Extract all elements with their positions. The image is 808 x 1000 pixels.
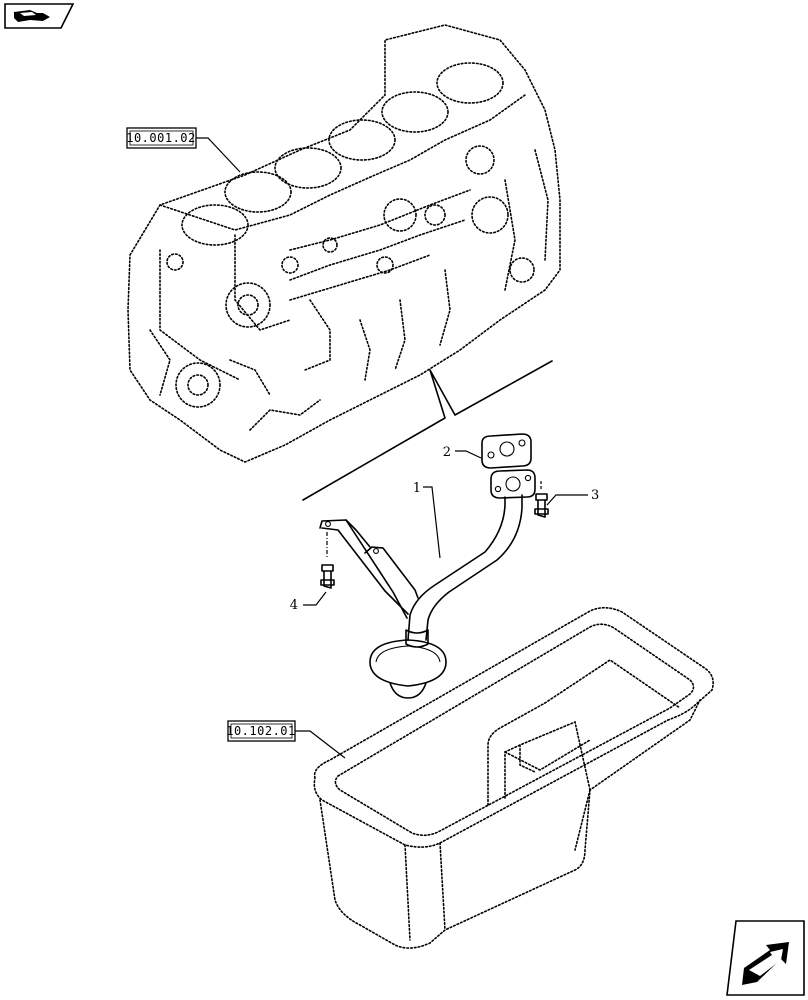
assembly-separation-line [302,360,553,501]
gasket-part-2 [481,433,532,469]
ref-engine-block-box[interactable]: 10.001.02 [126,127,197,149]
oil-suction-pipe-part-1 [319,469,536,699]
prev-page-button[interactable] [4,3,75,29]
ref-engine-block-code: 10.001.02 [126,131,196,145]
bolt-part-4 [320,532,335,589]
ref-engine-block-leader [196,137,241,173]
bolt-part-3 [534,481,549,518]
engine-block-phantom [127,24,561,463]
callout-4-leader [303,591,327,606]
ref-oil-sump-box[interactable]: 10.102.01 [226,720,296,742]
prev-page-arrow-icon [14,10,50,22]
next-page-button[interactable] [726,920,805,996]
ref-oil-sump-leader [295,730,346,759]
callout-2: 2 [443,445,451,460]
callout-2-leader [455,450,482,459]
oil-sump-phantom [313,606,714,949]
next-page-arrow-icon [742,942,789,985]
callout-1-leader [423,486,441,559]
ref-oil-sump-code: 10.102.01 [226,724,296,738]
callout-1: 1 [413,481,421,496]
callout-3-leader [546,494,588,506]
callout-4: 4 [290,598,298,613]
callout-3: 3 [591,488,599,503]
